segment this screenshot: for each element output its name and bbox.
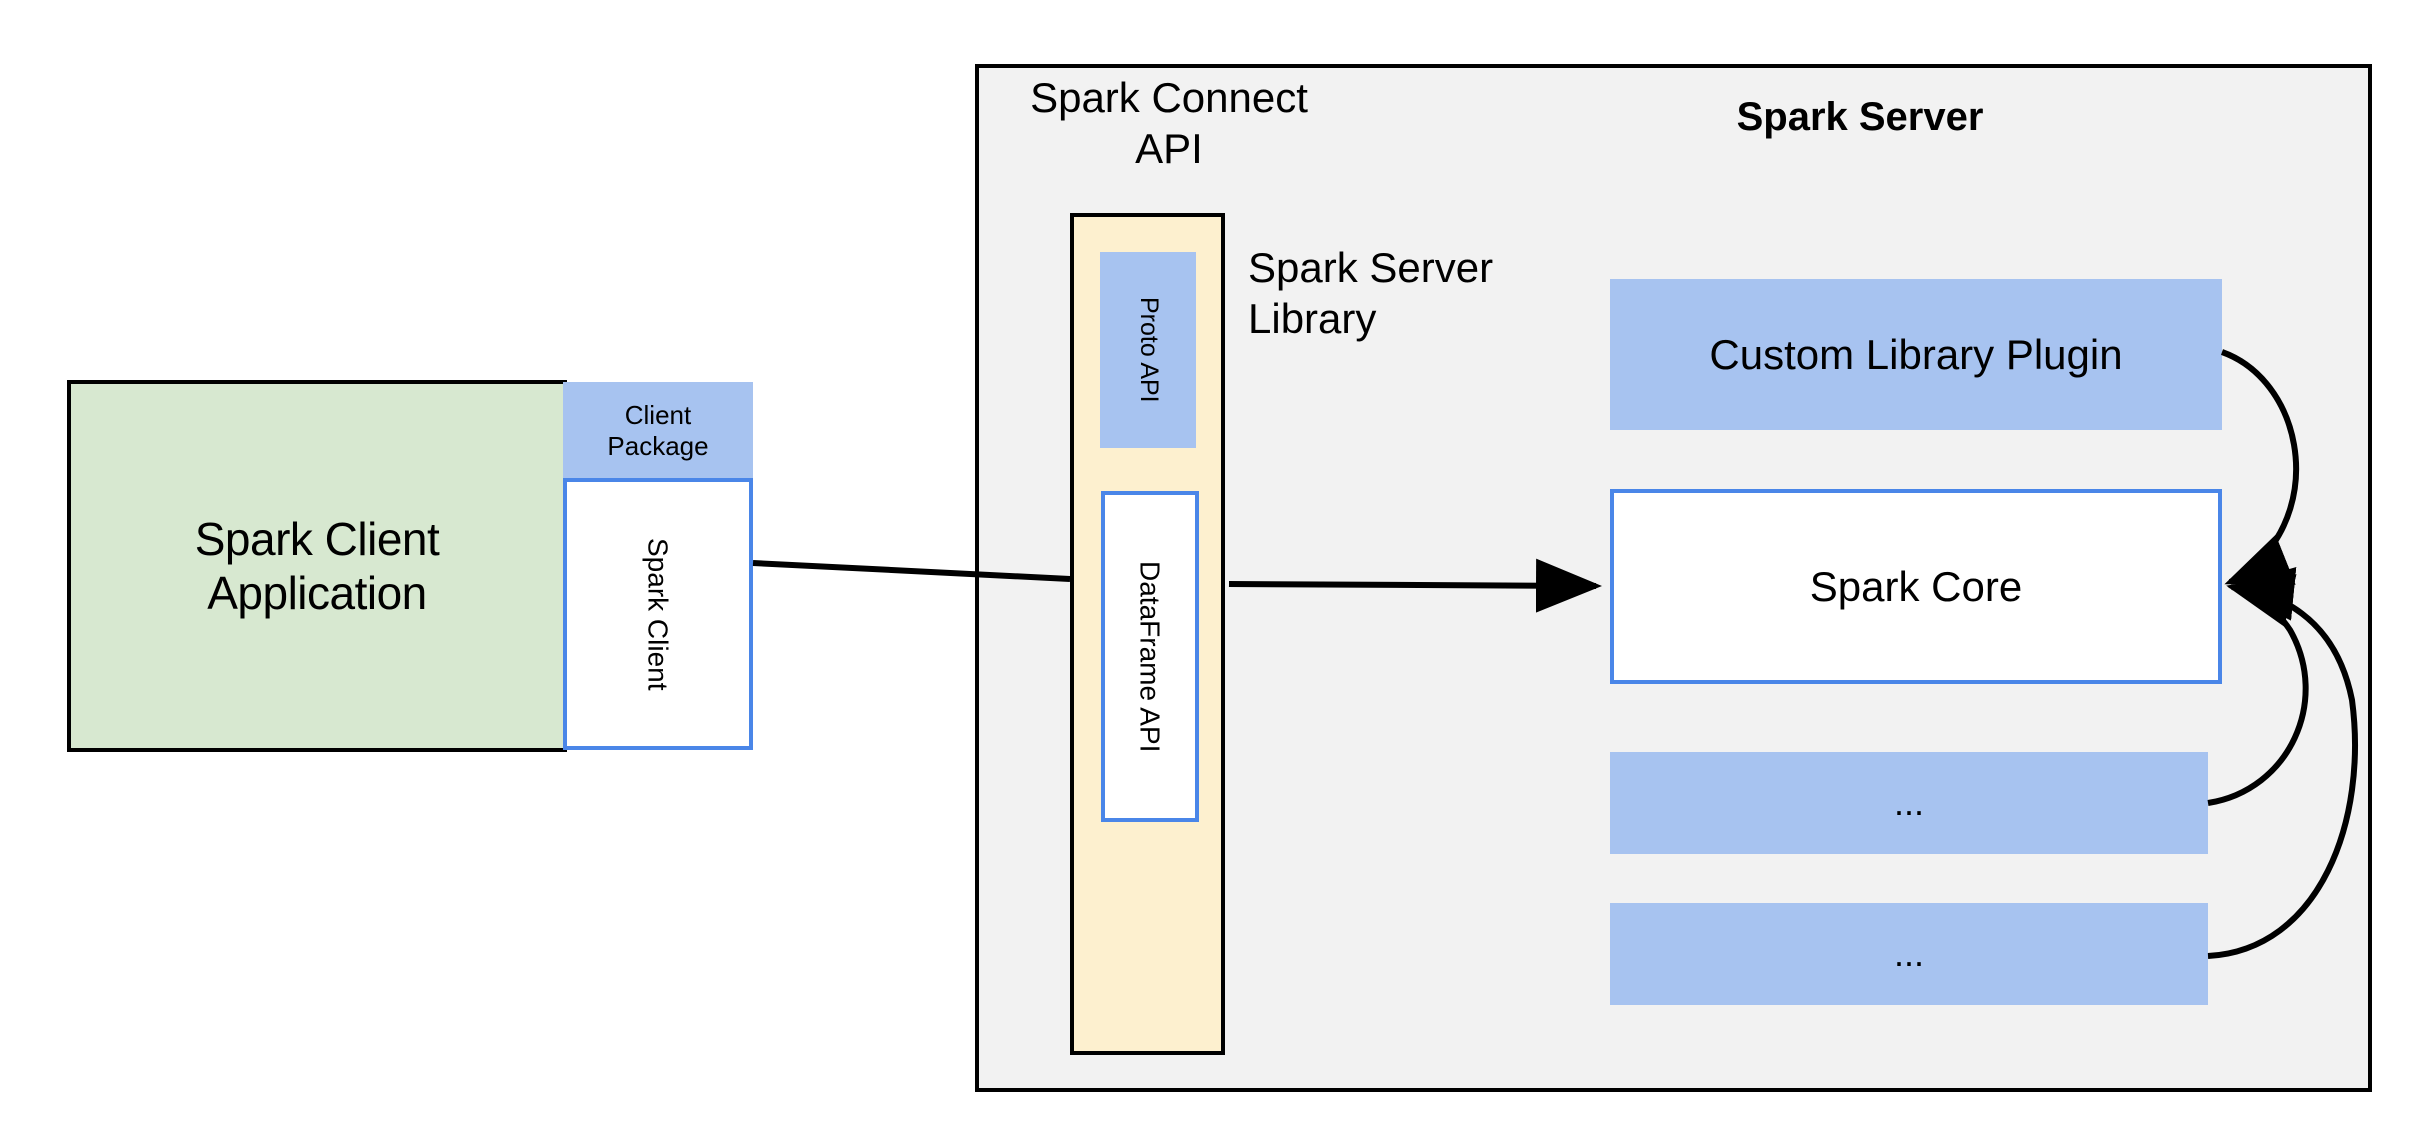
client-package-label: Client Package — [607, 399, 709, 461]
dataframe-api-box: DataFrame API — [1101, 491, 1199, 822]
spark-server-library-label: Spark Server Library — [1248, 244, 1494, 343]
dataframe-api-label: DataFrame API — [1134, 560, 1166, 753]
spark-client-box: Spark Client — [563, 478, 753, 750]
spark-server-title: Spark Server — [1736, 95, 1984, 140]
proto-api-box: Proto API — [1100, 252, 1196, 448]
server-module-ellipsis-box-1: ... — [1610, 752, 2208, 854]
spark-connect-api-label: Spark Connect API — [1030, 74, 1308, 173]
custom-library-plugin-label: Custom Library Plugin — [1709, 330, 2123, 378]
spark-client-label: Spark Client — [642, 537, 674, 691]
client-package-box: Client Package — [563, 382, 753, 479]
spark-client-application-box: Spark Client Application — [67, 380, 567, 752]
custom-library-plugin-box: Custom Library Plugin — [1610, 279, 2222, 430]
server-module-ellipsis-box-2: ... — [1610, 903, 2208, 1005]
spark-core-label: Spark Core — [1809, 562, 2023, 610]
ellipsis-label-1: ... — [1893, 781, 1924, 823]
spark-client-application-label: Spark Client Application — [194, 512, 440, 619]
spark-core-box: Spark Core — [1610, 489, 2222, 684]
proto-api-label: Proto API — [1134, 297, 1163, 403]
ellipsis-label-2: ... — [1893, 932, 1924, 974]
